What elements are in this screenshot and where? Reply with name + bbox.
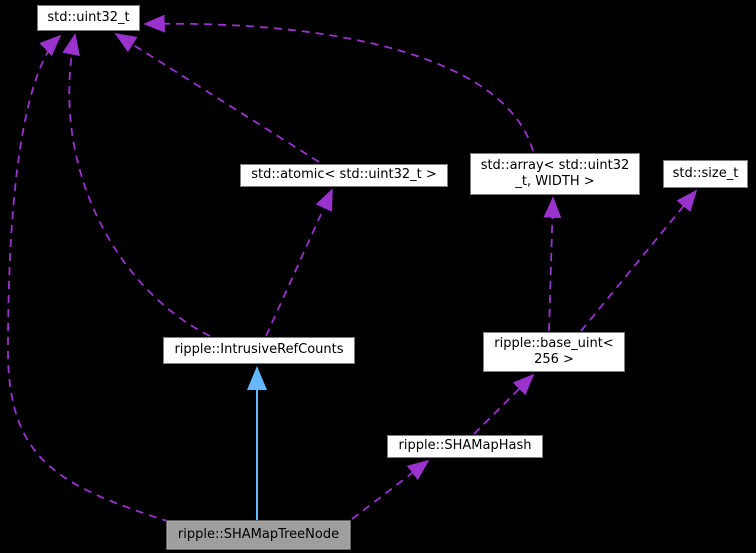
node-label-line1: std::array< std::uint32 xyxy=(480,157,630,173)
edge-array-to-uint32 xyxy=(143,14,534,152)
node-std-atomic-uint32-t[interactable]: std::atomic< std::uint32_t > xyxy=(240,164,448,187)
node-ripple-shamaphash[interactable]: ripple::SHAMapHash xyxy=(387,435,543,458)
node-label: ripple::IntrusiveRefCounts xyxy=(174,342,344,358)
node-std-array-uint32-width[interactable]: std::array< std::uint32 _t, WIDTH > xyxy=(470,153,640,195)
node-label-line2: 256 > xyxy=(534,352,574,367)
node-label-line1: ripple::base_uint< xyxy=(494,335,614,351)
node-label-line2: _t, WIDTH > xyxy=(515,174,595,189)
node-std-size-t[interactable]: std::size_t xyxy=(663,160,748,188)
node-ripple-base-uint-256[interactable]: ripple::base_uint< 256 > xyxy=(483,332,625,372)
node-ripple-intrusiverefcounts[interactable]: ripple::IntrusiveRefCounts xyxy=(163,337,355,364)
node-ripple-shamaptreenode-current: ripple::SHAMapTreeNode xyxy=(166,520,351,550)
node-label: std::size_t xyxy=(672,165,739,181)
edge-atomic-to-uint32 xyxy=(114,33,320,163)
node-label: std::atomic< std::uint32_t > xyxy=(251,167,437,183)
edge-intrusive-to-uint32 xyxy=(62,33,211,337)
node-label: ripple::SHAMapHash xyxy=(398,438,532,454)
node-label: ripple::SHAMapTreeNode xyxy=(177,526,340,542)
edge-baseuint-to-array xyxy=(543,196,562,332)
edge-intrusive-to-atomic xyxy=(265,188,333,337)
node-label: std::uint32_t xyxy=(47,9,130,25)
edge-baseuint-to-sizet xyxy=(580,189,698,332)
node-std-uint32-t[interactable]: std::uint32_t xyxy=(37,5,140,31)
edge-hash-to-baseuint xyxy=(473,373,535,435)
edge-treenode-to-hash xyxy=(351,459,430,520)
edge-treenode-to-uint32 xyxy=(7,34,171,523)
